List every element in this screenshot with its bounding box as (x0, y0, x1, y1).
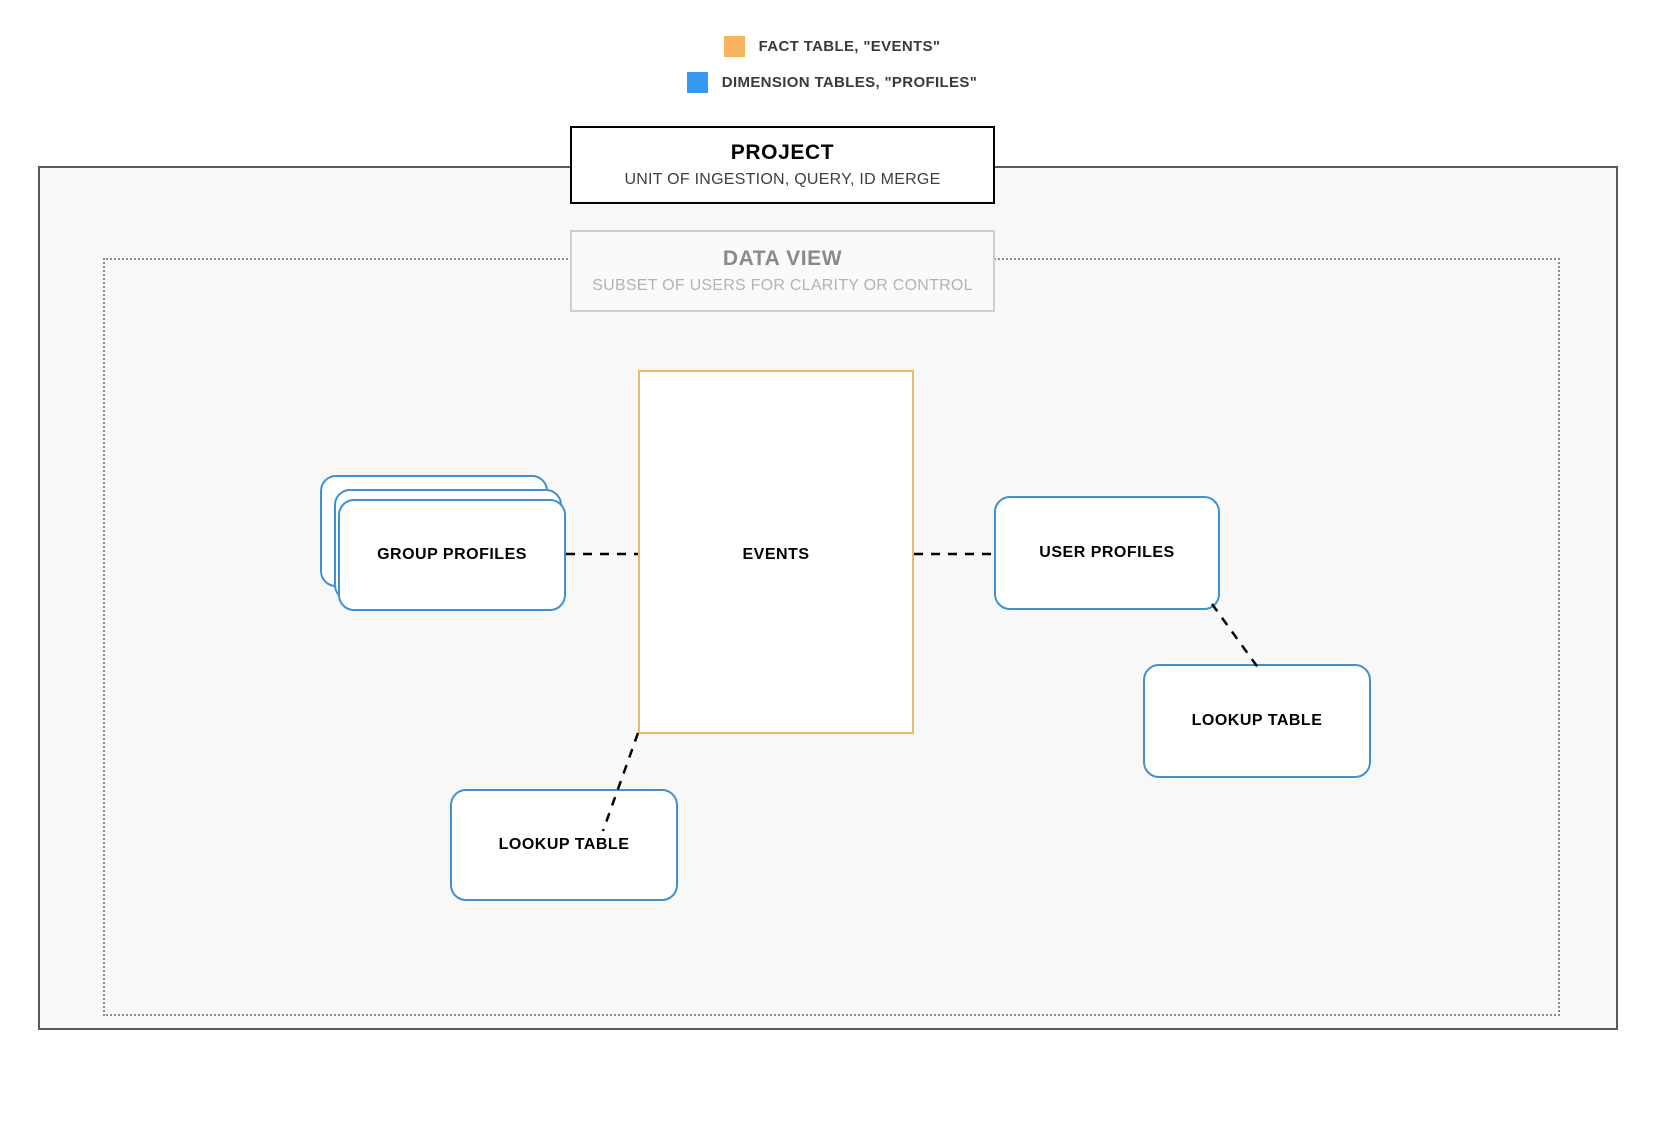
legend: FACT TABLE, "EVENTS" DIMENSION TABLES, "… (0, 28, 1664, 100)
node-lookup-table-left[interactable]: LOOKUP TABLE (450, 789, 678, 901)
node-group-profiles-label: GROUP PROFILES (377, 546, 527, 563)
data-view-subtitle: SUBSET OF USERS FOR CLARITY OR CONTROL (592, 277, 973, 294)
legend-row-dimension-tables: DIMENSION TABLES, "PROFILES" (0, 64, 1664, 100)
legend-row-fact-table: FACT TABLE, "EVENTS" (0, 28, 1664, 64)
legend-label-fact-table: FACT TABLE, "EVENTS" (758, 37, 941, 55)
project-card: PROJECT UNIT OF INGESTION, QUERY, ID MER… (570, 126, 995, 204)
node-lookup-table-right-label: LOOKUP TABLE (1191, 712, 1323, 729)
square-swatch-icon (686, 71, 708, 93)
node-user-profiles-label: USER PROFILES (1039, 544, 1175, 561)
project-title: PROJECT (730, 141, 835, 164)
node-group-profiles[interactable]: GROUP PROFILES (338, 499, 566, 611)
node-events-label: EVENTS (742, 546, 810, 563)
data-view-card: DATA VIEW SUBSET OF USERS FOR CLARITY OR… (570, 230, 995, 312)
node-lookup-table-left-label: LOOKUP TABLE (498, 836, 630, 853)
node-lookup-table-right[interactable]: LOOKUP TABLE (1143, 664, 1371, 778)
legend-label-dimension-tables: DIMENSION TABLES, "PROFILES" (721, 73, 978, 91)
node-user-profiles[interactable]: USER PROFILES (994, 496, 1220, 610)
project-subtitle: UNIT OF INGESTION, QUERY, ID MERGE (624, 171, 941, 188)
node-events[interactable]: EVENTS (638, 370, 914, 734)
data-view-title: DATA VIEW (722, 247, 843, 270)
square-swatch-icon (723, 35, 745, 57)
